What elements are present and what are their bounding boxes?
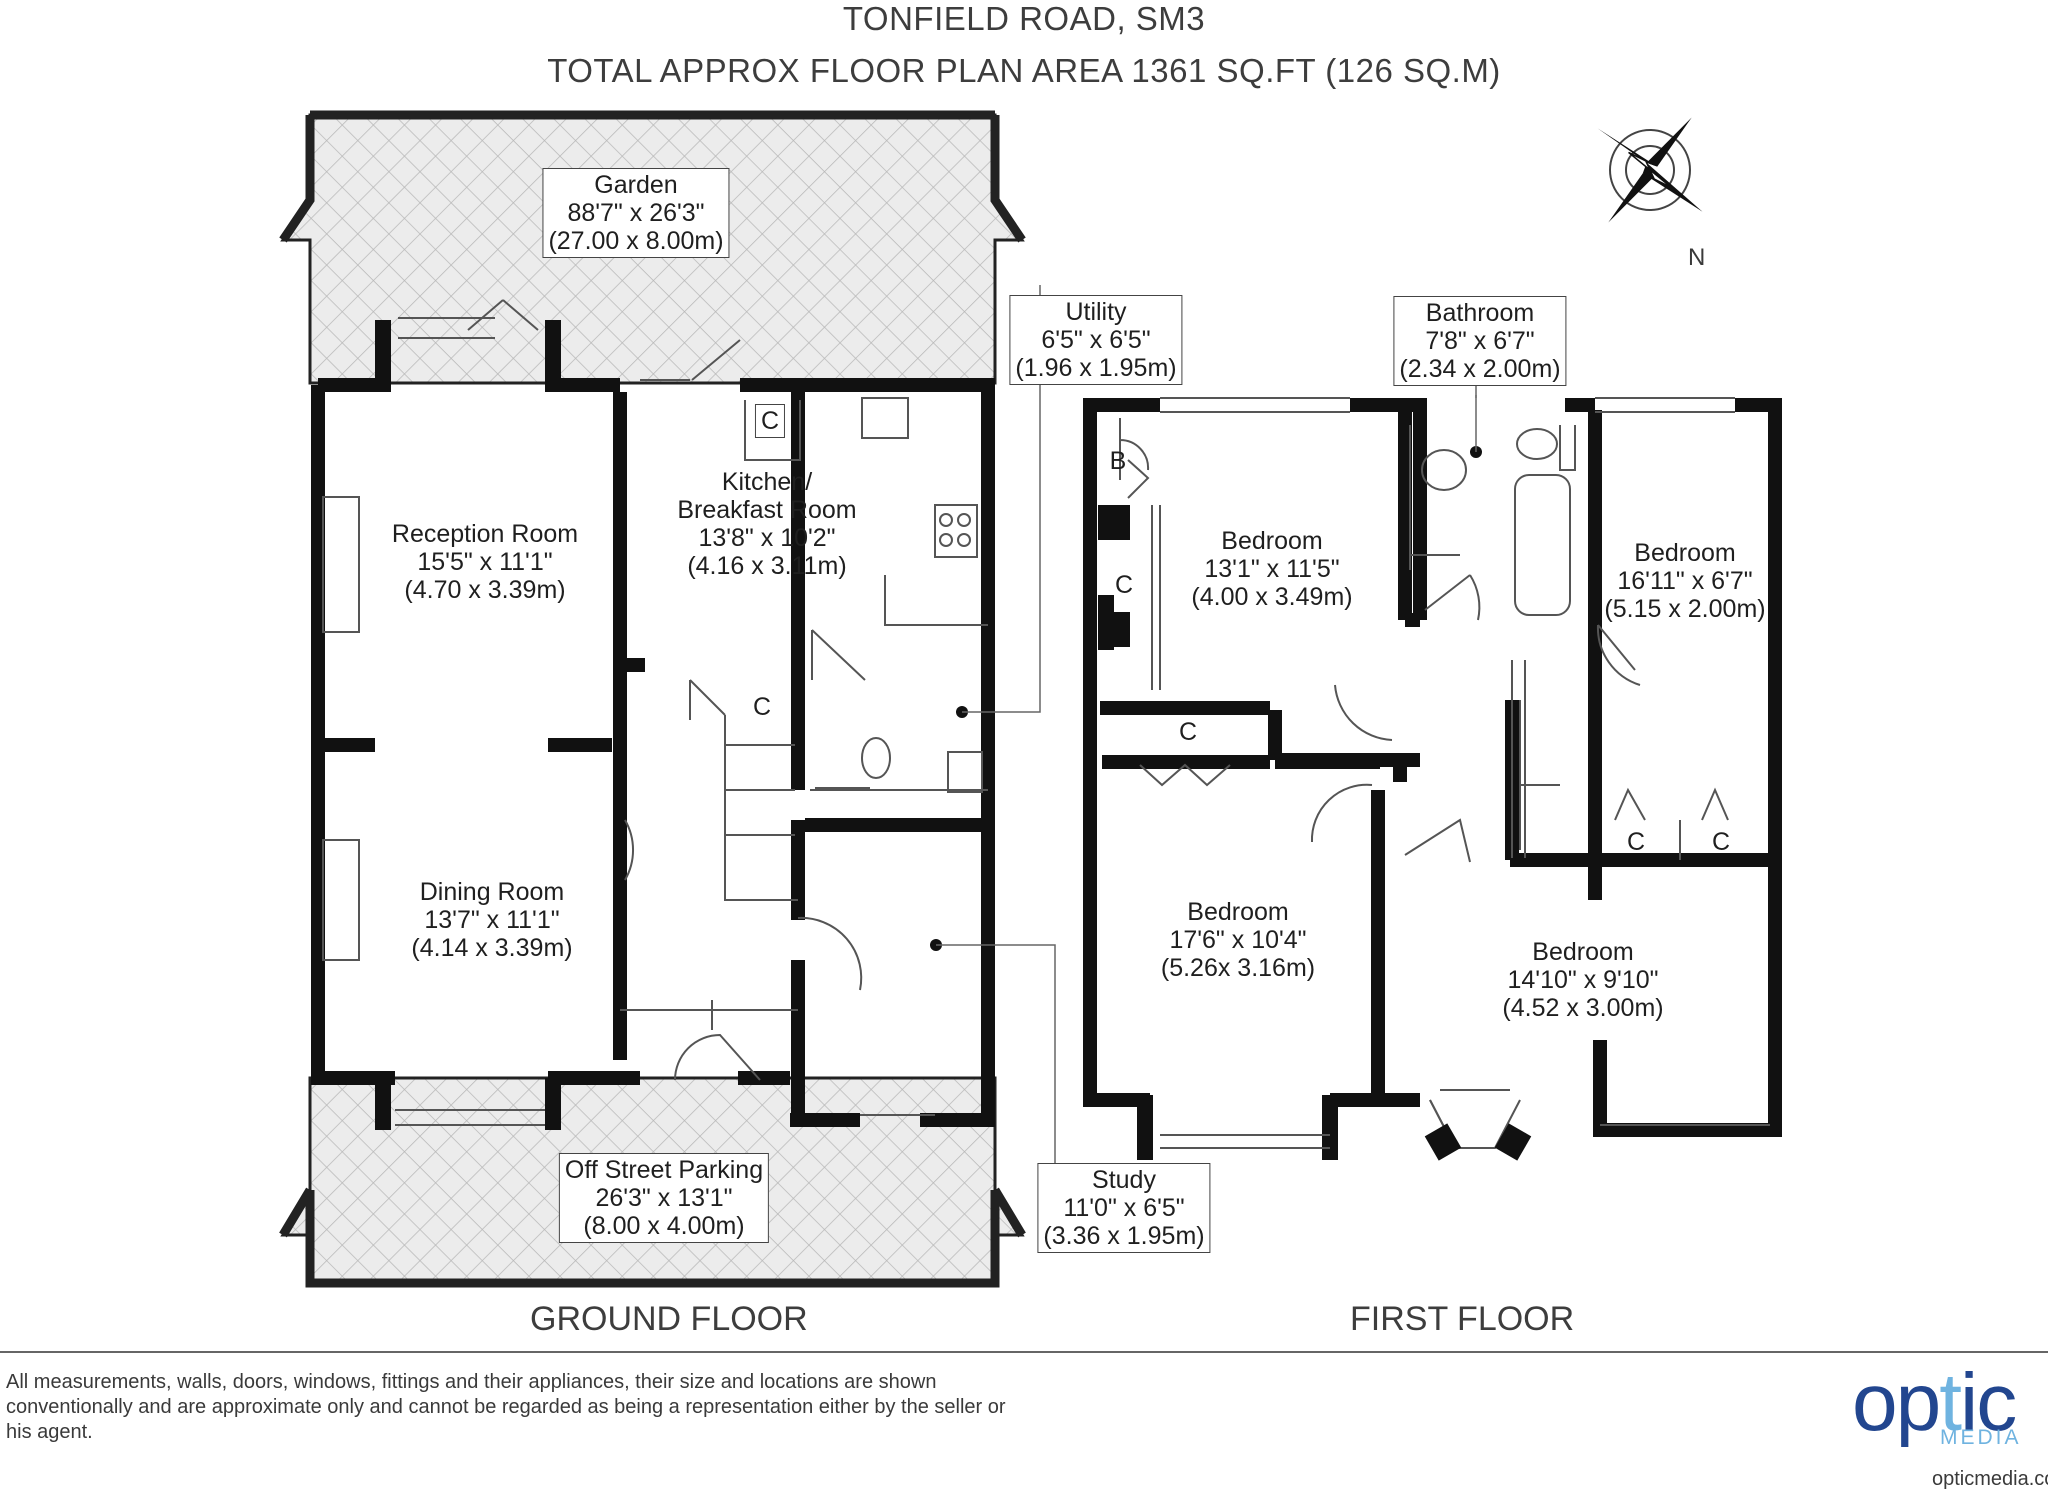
cupboard-label-landing: C [1178, 718, 1198, 746]
cupboard-label-kitchen: C [754, 404, 786, 438]
disclaimer-text: All measurements, walls, doors, windows,… [6, 1371, 1006, 1443]
property-address: TONFIELD ROAD, SM3 [842, 0, 1206, 37]
boiler-label: B [1109, 447, 1127, 475]
cupboard-label-hall: C [752, 693, 772, 721]
ground-wall-stubs [375, 320, 561, 1130]
cupboard-label-bedroom-2a: C [1626, 828, 1646, 856]
first-floor-fixtures [1119, 397, 1770, 1149]
logo-subtitle: MEDIA [1940, 1426, 2022, 1449]
website-url: opticmedia.co.uk [1932, 1468, 2048, 1490]
first-floor-blocks [1100, 320, 1532, 1161]
ground-floor-caption: GROUND FLOOR [530, 1300, 808, 1338]
first-floor-walls [1083, 398, 1782, 1137]
footer-divider [0, 1351, 2048, 1353]
cupboard-label-bedroom-2b: C [1711, 828, 1731, 856]
cupboard-label-bedroom-1: C [1114, 571, 1134, 599]
floor-area-total: TOTAL APPROX FLOOR PLAN AREA 1361 SQ.FT … [547, 52, 1501, 89]
optic-media-logo: optic MEDIA opticmedia.co.uk [1852, 1362, 2048, 1491]
compass-rose [1597, 117, 1703, 223]
ground-floor-meter-dots [930, 285, 1056, 1165]
ground-floor-fixtures [322, 299, 988, 1126]
first-floor-caption: FIRST FLOOR [1350, 1300, 1575, 1338]
compass-north-label: N [1688, 244, 1706, 271]
